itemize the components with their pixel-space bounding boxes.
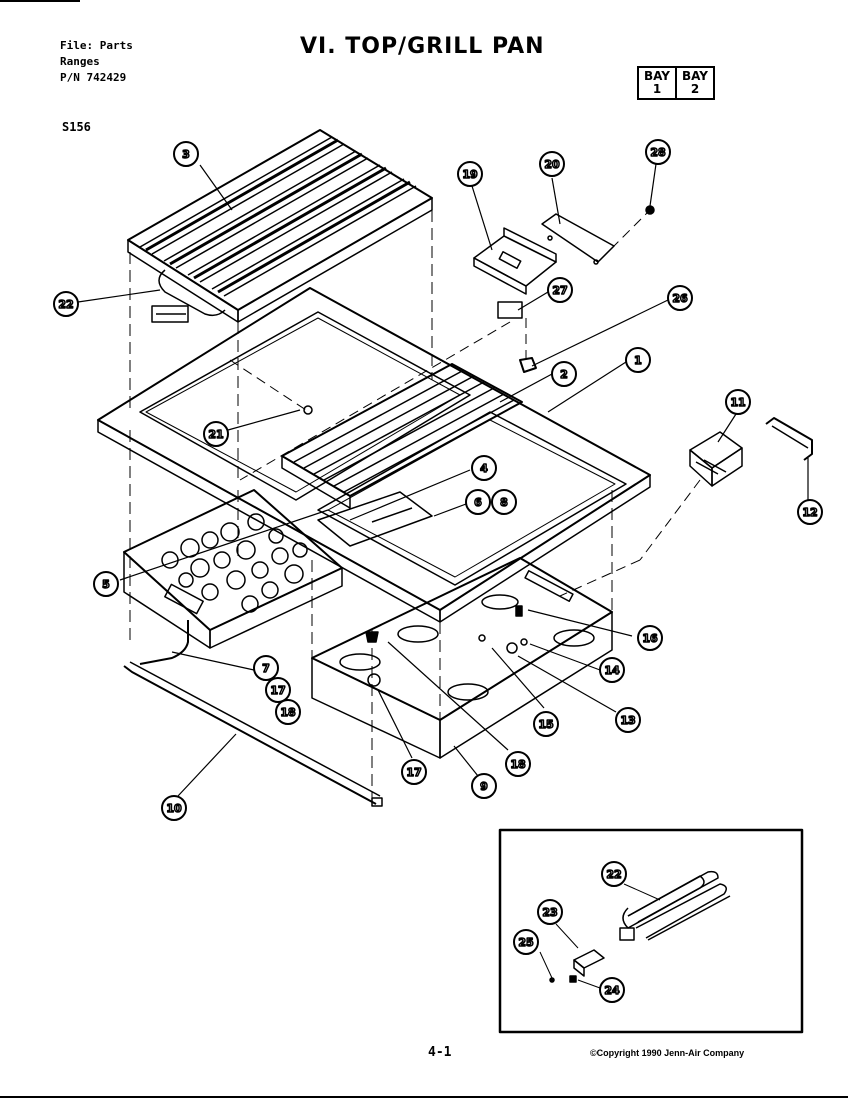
callout-23: 23: [537, 899, 563, 925]
svg-text:16: 16: [642, 632, 658, 645]
bay-2: BAY 2: [675, 68, 713, 98]
mounting-bracket: [765, 417, 813, 461]
svg-text:11: 11: [730, 396, 745, 409]
svg-text:12: 12: [802, 506, 817, 519]
svg-text:14: 14: [604, 664, 620, 677]
page-title: VI. TOP/GRILL PAN: [300, 34, 545, 59]
svg-text:3: 3: [182, 148, 190, 161]
inset-panel: [498, 828, 804, 1034]
bottom-edge-line: [0, 1096, 848, 1098]
svg-text:21: 21: [208, 428, 223, 441]
svg-text:1: 1: [634, 354, 642, 367]
callout-25: 25: [513, 929, 539, 955]
svg-text:27: 27: [552, 284, 567, 297]
copyright-notice: ©Copyright 1990 Jenn-Air Company: [590, 1048, 745, 1058]
svg-text:17: 17: [406, 766, 421, 779]
callout-14: 14: [599, 657, 625, 683]
callout-26: 26: [667, 285, 693, 311]
callout-27: 27: [547, 277, 573, 303]
callout-4: 4: [471, 455, 497, 481]
svg-text:4: 4: [480, 462, 488, 475]
svg-text:24: 24: [604, 984, 620, 997]
bay-2-number: 2: [690, 82, 700, 96]
callout-11: 11: [725, 389, 751, 415]
grate-well-box: [129, 210, 433, 640]
svg-text:18: 18: [280, 706, 295, 719]
series-code: S156: [62, 120, 91, 134]
callout-1: 1: [625, 347, 651, 373]
svg-text:22: 22: [58, 298, 73, 311]
ignition-block: [689, 431, 743, 487]
callout-16: 16: [637, 625, 663, 651]
callout-5: 5: [93, 571, 119, 597]
callout-12: 12: [797, 499, 823, 525]
svg-text:20: 20: [544, 158, 560, 171]
category-line: Ranges: [60, 55, 100, 68]
drain-tube: [123, 620, 383, 807]
callout-10: 10: [161, 795, 187, 821]
bay-box: BAY 1 BAY 2: [637, 66, 715, 100]
svg-text:5: 5: [102, 578, 110, 591]
part-number-line: P/N 742429: [60, 71, 127, 84]
svg-text:2: 2: [560, 368, 568, 381]
callout-21: 21: [203, 421, 229, 447]
callout-17-right: 17: [401, 759, 427, 785]
file-line: File: Parts: [60, 39, 133, 52]
callout-18-left: 18: [275, 699, 301, 725]
callout-3: 3: [173, 141, 199, 167]
grill-pan-insert: [317, 491, 433, 547]
grill-grate-top: [127, 129, 433, 323]
bay-2-word: BAY: [682, 69, 708, 83]
callout-19: 19: [457, 161, 483, 187]
top-edge-line: [0, 0, 80, 2]
svg-text:19: 19: [462, 168, 477, 181]
callout-20: 20: [539, 151, 565, 177]
hardware: [303, 405, 528, 687]
svg-text:25: 25: [518, 936, 533, 949]
callout-22-main: 22: [53, 291, 79, 317]
callout-7: 7: [253, 655, 279, 681]
pan-well-box: [311, 490, 613, 810]
callout-28: 28: [645, 139, 671, 165]
svg-text:26: 26: [672, 292, 688, 305]
callout-15: 15: [533, 711, 559, 737]
svg-text:23: 23: [542, 906, 557, 919]
bay-1-word: BAY: [644, 69, 670, 83]
svg-text:7: 7: [262, 662, 270, 675]
svg-text:15: 15: [538, 718, 553, 731]
svg-text:13: 13: [620, 714, 635, 727]
file-info: File: Parts Ranges P/N 742429: [60, 38, 133, 86]
callout-18-right: 18: [505, 751, 531, 777]
bay-1: BAY 1: [639, 68, 675, 98]
page-number: 4-1: [428, 1045, 452, 1060]
callout-8: 8: [491, 489, 517, 515]
lower-pan: [311, 557, 613, 759]
callout-2: 2: [551, 361, 577, 387]
svg-text:28: 28: [650, 146, 665, 159]
callout-22-inset: 22: [601, 861, 627, 887]
grill-grate-center: [281, 363, 523, 509]
svg-text:10: 10: [166, 802, 182, 815]
svg-text:22: 22: [606, 868, 621, 881]
svg-text:18: 18: [510, 758, 525, 771]
cooktop-frame: [97, 287, 651, 623]
svg-text:9: 9: [480, 780, 488, 793]
alignment-dashes: [229, 209, 701, 597]
svg-text:17: 17: [270, 684, 285, 697]
svg-text:6: 6: [474, 496, 482, 509]
callout-24: 24: [599, 977, 625, 1003]
callout-leaders: [77, 163, 809, 797]
svg-text:8: 8: [500, 496, 508, 509]
rock-tray: [123, 489, 343, 649]
callout-9: 9: [471, 773, 497, 799]
callout-17-left: 17: [265, 677, 291, 703]
bay-1-number: 1: [652, 82, 662, 96]
callout-13: 13: [615, 707, 641, 733]
callout-6: 6: [465, 489, 491, 515]
